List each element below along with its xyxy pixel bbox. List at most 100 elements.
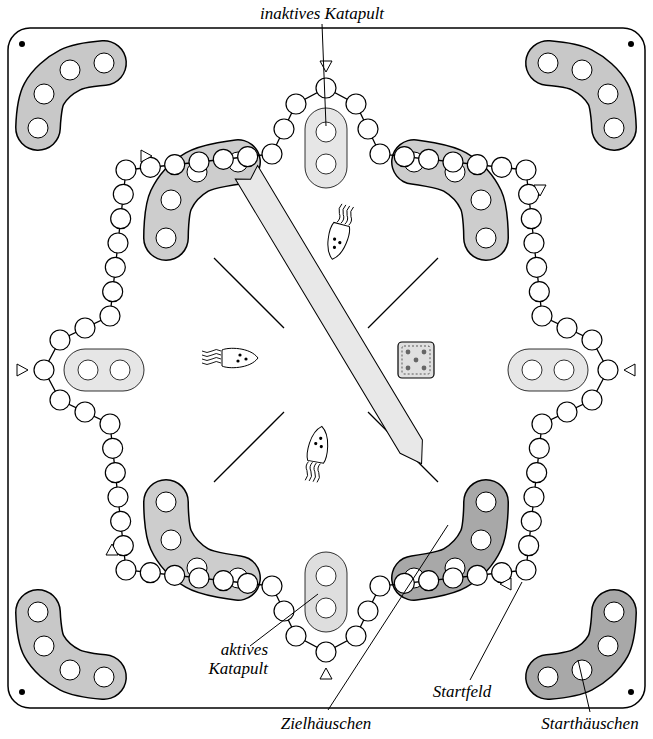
- track-field: [582, 330, 602, 350]
- ghost-eye: [338, 241, 342, 245]
- house-hole: [604, 118, 624, 138]
- catapult-hole: [316, 154, 336, 174]
- die-pip: [406, 350, 411, 355]
- goal-house: [156, 152, 248, 248]
- track-field: [519, 536, 539, 556]
- track-field: [370, 144, 390, 164]
- catapult-body: [64, 349, 144, 391]
- ghost-eye: [319, 445, 323, 449]
- leader-line: [322, 24, 326, 126]
- track-field: [557, 402, 577, 422]
- house-hole: [471, 530, 491, 550]
- track-field: [111, 511, 131, 531]
- house-hole: [572, 60, 592, 80]
- track-field: [116, 560, 136, 580]
- goal-house: [404, 492, 496, 588]
- house-hole: [94, 667, 114, 687]
- track-field: [100, 414, 120, 434]
- goal-house: [156, 492, 248, 588]
- track-field: [50, 330, 70, 350]
- catapult: [305, 552, 347, 632]
- track-field: [346, 94, 366, 114]
- track-field: [75, 402, 95, 422]
- track-field: [524, 233, 544, 253]
- ghost-eye: [238, 353, 241, 356]
- start-house: [28, 602, 114, 687]
- house-hole: [161, 530, 181, 550]
- track-field: [358, 119, 378, 139]
- house-hole: [476, 492, 496, 512]
- die-pip: [422, 350, 427, 355]
- diagonal-line: [214, 258, 284, 328]
- track-field: [516, 160, 536, 180]
- track-field: [467, 565, 487, 585]
- track-field: [532, 414, 552, 434]
- track-field: [557, 318, 577, 338]
- track-field: [113, 184, 133, 204]
- arm-board: [235, 166, 432, 471]
- track-field: [529, 438, 549, 458]
- catapult-hole: [554, 360, 574, 380]
- ghost-body: [222, 348, 258, 367]
- track-field: [532, 306, 552, 326]
- direction-triangle: [17, 364, 28, 376]
- callout-label: Starthäuschen: [541, 714, 638, 733]
- house-hole: [476, 228, 496, 248]
- track-field: [108, 487, 128, 507]
- die-pip: [414, 358, 419, 363]
- track-field: [598, 360, 618, 380]
- track-field: [75, 318, 95, 338]
- corner-dot: [628, 41, 634, 47]
- ghost-body: [323, 222, 351, 262]
- house-hole: [28, 602, 48, 622]
- callout-label: inaktives Katapult: [260, 4, 384, 23]
- ghost-eye: [333, 237, 337, 241]
- ghost-tail: [339, 205, 347, 224]
- track-field: [105, 257, 125, 277]
- leader-line: [470, 582, 522, 680]
- ghost-tail: [308, 462, 314, 481]
- track-field: [370, 576, 390, 596]
- track-field: [358, 601, 378, 621]
- ghost-tail: [202, 354, 221, 357]
- track-line: [44, 88, 608, 652]
- house-hole: [161, 190, 181, 210]
- direction-triangle: [106, 544, 118, 555]
- house-hole: [598, 84, 618, 104]
- die: [398, 342, 434, 378]
- house-hole: [156, 492, 176, 512]
- start-house: [538, 53, 624, 138]
- track-field: [116, 160, 136, 180]
- direction-triangle: [534, 185, 546, 196]
- track-field: [419, 149, 439, 169]
- track-field: [521, 209, 541, 229]
- ghost-figure: [323, 203, 356, 262]
- board-layer: [8, 28, 645, 708]
- house-hole: [60, 60, 80, 80]
- track-field: [274, 601, 294, 621]
- ghost-eye: [332, 245, 336, 249]
- callout-label: Startfeld: [433, 682, 492, 701]
- track-field: [527, 257, 547, 277]
- ghost-tail: [312, 463, 318, 482]
- track-field: [189, 568, 209, 588]
- catapult: [508, 349, 588, 391]
- die-face: [398, 342, 434, 378]
- track-field: [394, 147, 414, 167]
- die-pip: [422, 366, 427, 371]
- ghost-figure: [202, 348, 258, 367]
- leader-line: [328, 525, 448, 710]
- track-field: [529, 282, 549, 302]
- catapult: [64, 349, 144, 391]
- track-field: [516, 560, 536, 580]
- direction-triangle: [624, 364, 635, 376]
- house-hole: [538, 53, 558, 73]
- track-field: [316, 642, 336, 662]
- ghost-figure: [303, 425, 332, 484]
- ghost-eye: [319, 436, 323, 440]
- track-field: [262, 144, 282, 164]
- direction-triangle: [141, 150, 152, 162]
- track-field: [467, 155, 487, 175]
- house-hole: [28, 118, 48, 138]
